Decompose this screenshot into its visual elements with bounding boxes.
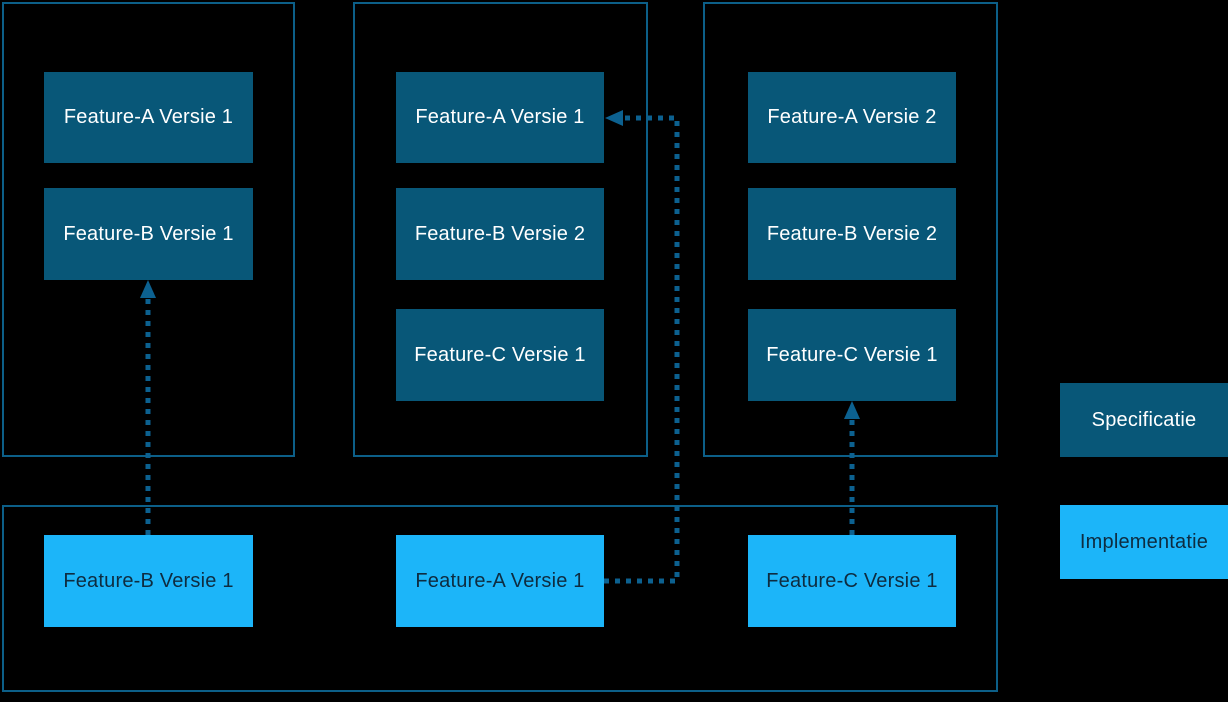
- implementation-panel: [2, 505, 998, 692]
- legend-specification: Specificatie: [1060, 383, 1228, 457]
- spec-box-col3-feature-a-v2: Feature-A Versie 2: [748, 72, 956, 163]
- spec-box-col1-feature-b-v1: Feature-B Versie 1: [44, 188, 253, 280]
- spec-box-col2-feature-b-v2: Feature-B Versie 2: [396, 188, 604, 280]
- impl-box-feature-c-v1: Feature-C Versie 1: [748, 535, 956, 627]
- spec-box-col1-feature-a-v1: Feature-A Versie 1: [44, 72, 253, 163]
- spec-box-col3-feature-c-v1: Feature-C Versie 1: [748, 309, 956, 401]
- impl-box-feature-a-v1: Feature-A Versie 1: [396, 535, 604, 627]
- impl-box-feature-b-v1: Feature-B Versie 1: [44, 535, 253, 627]
- spec-box-col2-feature-a-v1: Feature-A Versie 1: [396, 72, 604, 163]
- legend-implementation: Implementatie: [1060, 505, 1228, 579]
- spec-box-col2-feature-c-v1: Feature-C Versie 1: [396, 309, 604, 401]
- spec-box-col3-feature-b-v2: Feature-B Versie 2: [748, 188, 956, 280]
